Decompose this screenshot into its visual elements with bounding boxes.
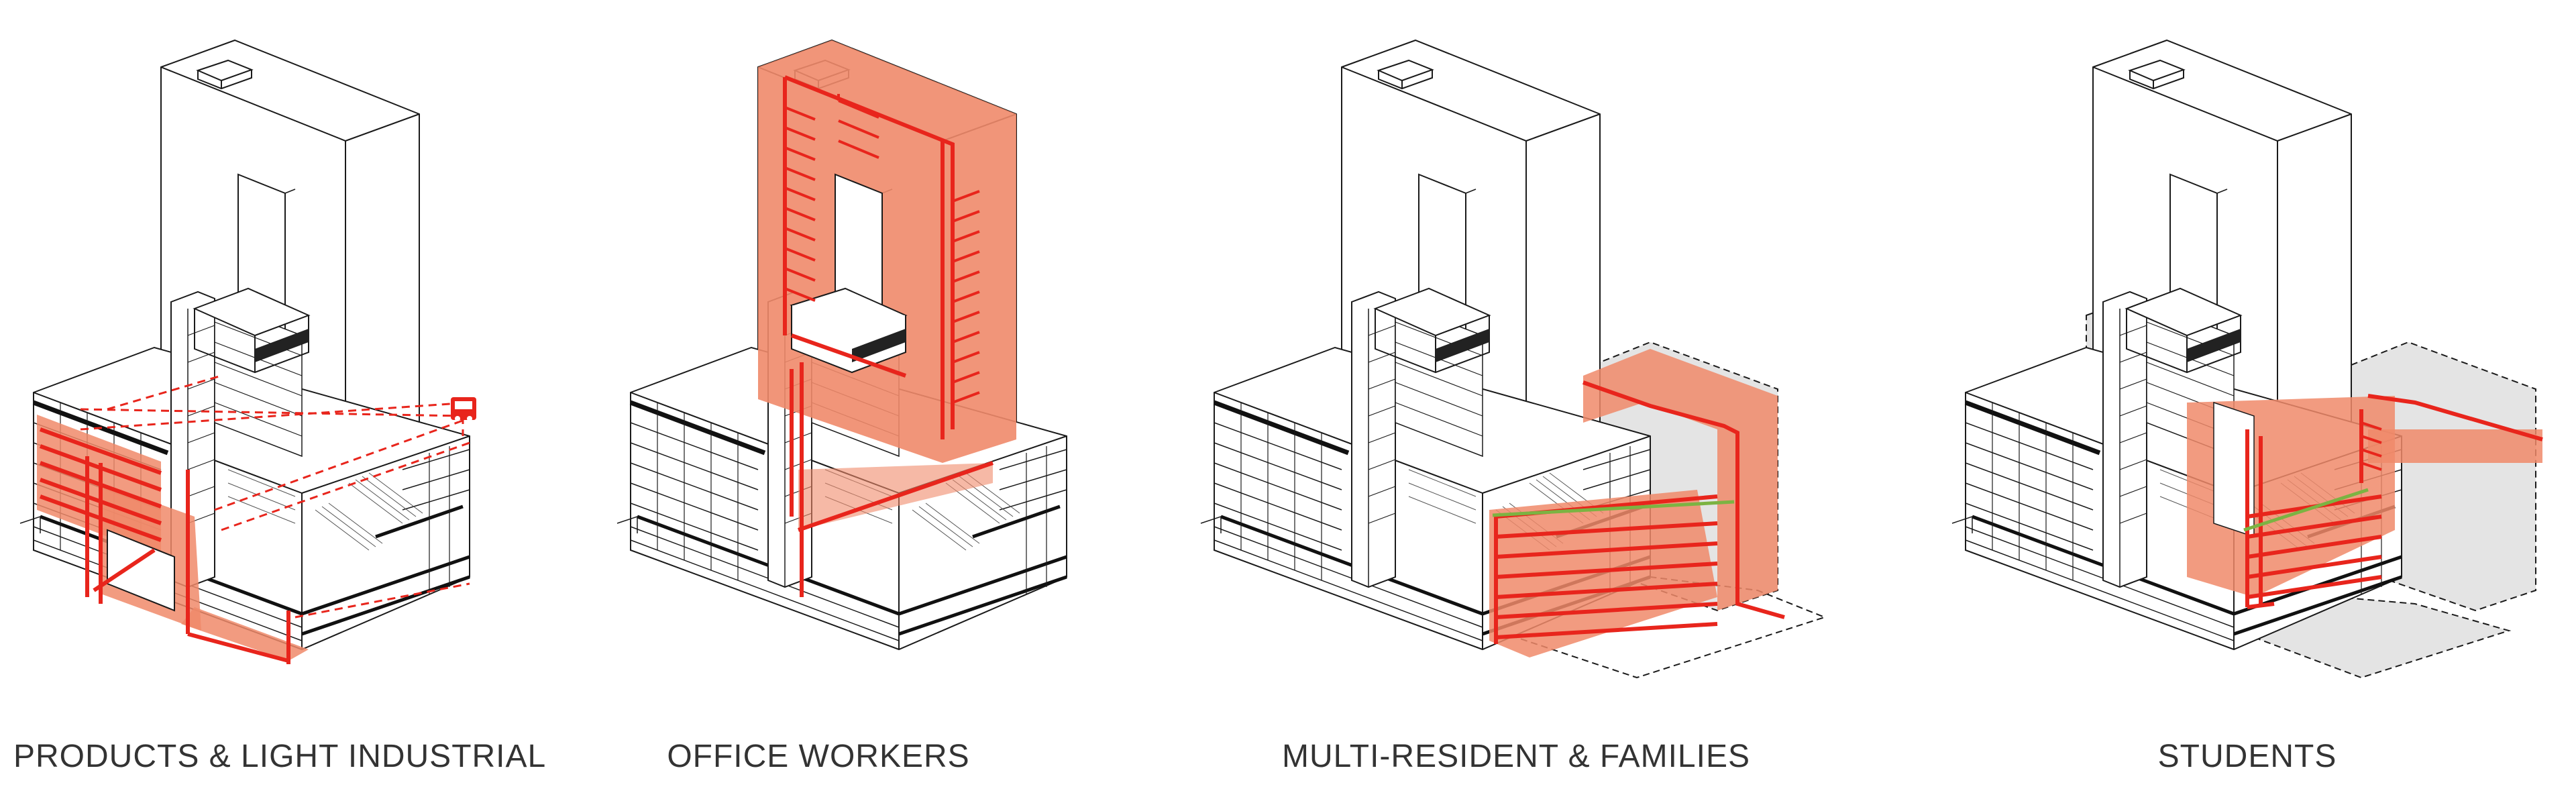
caption-students: STUDENTS [2157,739,2337,774]
panel-products-light-industrial [20,40,476,664]
green-connector-4 [2243,488,2369,532]
panel-office-workers [617,40,1067,649]
circulation-lines-1 [39,427,290,664]
truck-icon [451,397,476,421]
green-connector-3 [1492,500,1735,517]
highlight-zone-4 [2187,396,2542,597]
panel-students [1952,40,2543,679]
highlight-zone-1 [37,415,309,661]
caption-multi-resident-families: MULTI-RESIDENT & FAMILIES [1281,739,1750,774]
panel-multi-resident-families [1201,40,1827,679]
caption-office-workers: OFFICE WORKERS [667,739,970,774]
caption-products-light-industrial: PRODUCTS & LIGHT INDUSTRIAL [13,739,547,774]
circulation-lines-2 [783,75,994,597]
circulation-lines-4 [2245,394,2543,609]
